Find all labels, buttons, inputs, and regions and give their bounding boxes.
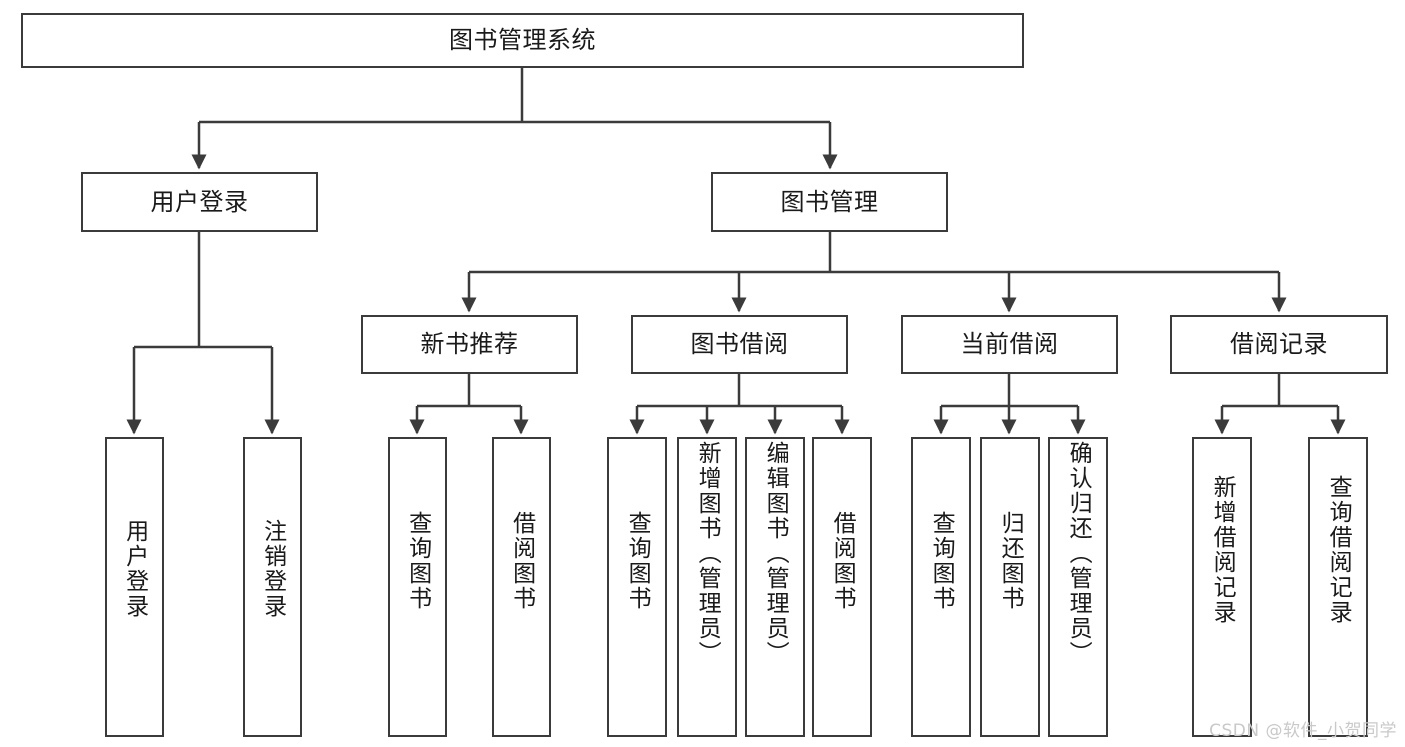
leaf-query-book-2-label: 查询图书 xyxy=(624,511,651,611)
node-user-login[interactable]: 用户登录 xyxy=(81,172,318,232)
leaf-edit-book[interactable]: 编辑图书（管理员） xyxy=(745,437,805,737)
leaf-logout[interactable]: 注销登录 xyxy=(243,437,302,737)
leaf-edit-book-label: 编辑图书（管理员） xyxy=(762,441,789,666)
leaf-return-book[interactable]: 归还图书 xyxy=(980,437,1040,737)
leaf-query-book-3[interactable]: 查询图书 xyxy=(911,437,971,737)
leaf-add-book-label: 新增图书（管理员） xyxy=(694,441,721,666)
node-root-label: 图书管理系统 xyxy=(449,26,596,55)
leaf-borrow-book-2-label: 借阅图书 xyxy=(829,511,856,611)
node-borrow-record[interactable]: 借阅记录 xyxy=(1170,315,1388,374)
node-new-book-recommend[interactable]: 新书推荐 xyxy=(361,315,578,374)
leaf-query-record[interactable]: 查询借阅记录 xyxy=(1308,437,1368,737)
node-root[interactable]: 图书管理系统 xyxy=(21,13,1024,68)
node-current-borrow[interactable]: 当前借阅 xyxy=(901,315,1118,374)
leaf-query-book-3-label: 查询图书 xyxy=(928,511,955,611)
leaf-add-record-label: 新增借阅记录 xyxy=(1209,475,1236,625)
node-new-book-recommend-label: 新书推荐 xyxy=(420,330,519,359)
node-current-borrow-label: 当前借阅 xyxy=(960,330,1059,359)
leaf-add-book[interactable]: 新增图书（管理员） xyxy=(677,437,737,737)
leaf-borrow-book-1[interactable]: 借阅图书 xyxy=(492,437,551,737)
leaf-user-login-label: 用户登录 xyxy=(121,519,148,619)
leaf-logout-label: 注销登录 xyxy=(259,519,286,619)
leaf-return-book-label: 归还图书 xyxy=(997,511,1024,611)
leaf-query-record-label: 查询借阅记录 xyxy=(1325,475,1352,625)
leaf-query-book-1-label: 查询图书 xyxy=(404,511,431,611)
watermark: CSDN @软件_小贺同学 xyxy=(1209,721,1397,741)
leaf-confirm-return-label: 确认归还（管理员） xyxy=(1065,441,1092,666)
leaf-query-book-2[interactable]: 查询图书 xyxy=(607,437,667,737)
node-borrow-record-label: 借阅记录 xyxy=(1230,330,1328,359)
node-book-borrow[interactable]: 图书借阅 xyxy=(631,315,848,374)
leaf-query-book-1[interactable]: 查询图书 xyxy=(388,437,447,737)
node-user-login-label: 用户登录 xyxy=(150,187,249,216)
node-book-borrow-label: 图书借阅 xyxy=(690,330,789,359)
leaf-borrow-book-1-label: 借阅图书 xyxy=(508,511,535,611)
leaf-user-login[interactable]: 用户登录 xyxy=(105,437,164,737)
node-book-manage[interactable]: 图书管理 xyxy=(711,172,948,232)
node-book-manage-label: 图书管理 xyxy=(780,187,879,216)
leaf-add-record[interactable]: 新增借阅记录 xyxy=(1192,437,1252,737)
leaf-confirm-return[interactable]: 确认归还（管理员） xyxy=(1048,437,1108,737)
leaf-borrow-book-2[interactable]: 借阅图书 xyxy=(812,437,872,737)
